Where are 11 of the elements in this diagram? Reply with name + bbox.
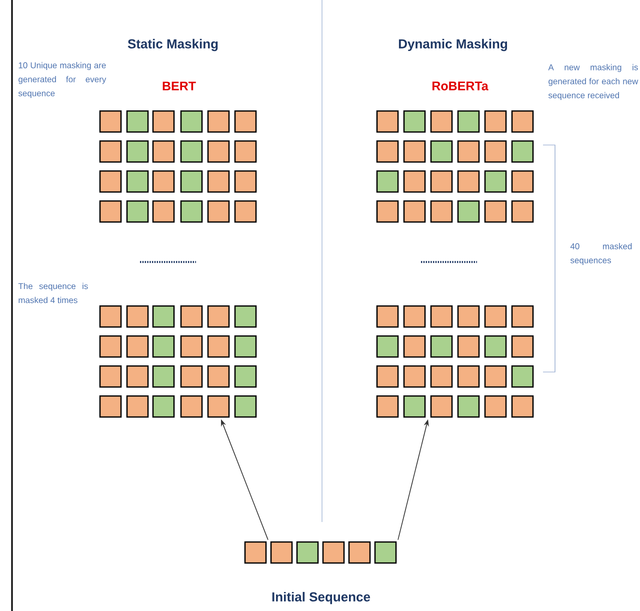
model-name: BERT	[162, 82, 196, 90]
panel-title: Static Masking	[128, 38, 218, 52]
square-grid	[99, 110, 257, 223]
square-grid	[376, 110, 534, 223]
initial-sequence: Initial Sequence	[244, 541, 397, 604]
node-label: Initial Sequence	[272, 592, 370, 604]
note: 40 masked sequences	[570, 243, 632, 265]
square-grid	[376, 305, 534, 418]
note: A new masking is generated for each new sequence received	[548, 64, 638, 100]
square-grid	[99, 305, 257, 418]
panel-title: Dynamic Masking	[398, 38, 508, 52]
